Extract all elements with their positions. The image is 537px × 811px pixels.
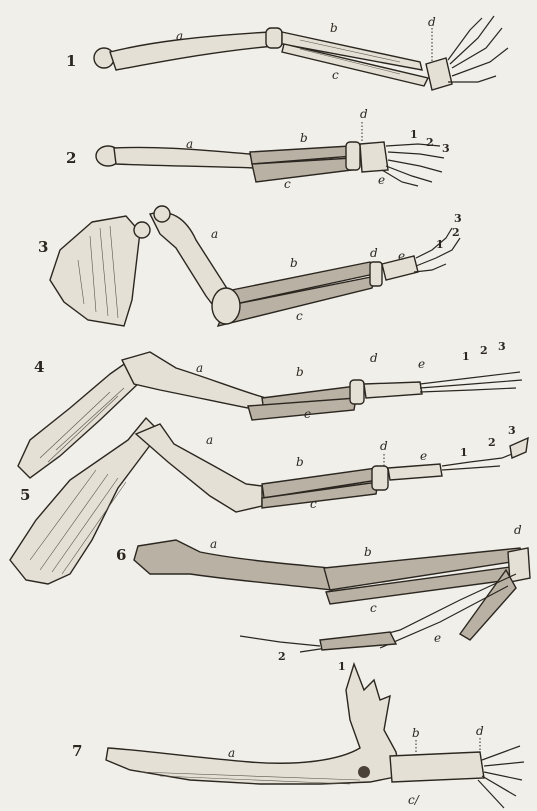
figure-4-label-a: a [196, 361, 203, 375]
figure-5-digit-2: 2 [488, 436, 496, 449]
figure-3-label-b: b [290, 256, 298, 270]
figure-6-digit-1: 1 [338, 660, 346, 673]
figure-4-forelimb: 4 a b c d e 1 2 3 [18, 340, 522, 478]
hand-bones [388, 438, 528, 480]
figure-1-label-b: b [330, 21, 338, 35]
figure-7-label-c: c/ [408, 793, 421, 807]
figure-4-label-b: b [296, 365, 304, 379]
figure-4-label-c: c [304, 407, 311, 421]
figure-2-digit-1: 1 [410, 128, 418, 141]
forearm-bones [212, 262, 376, 326]
figure-4-number: 4 [34, 358, 44, 376]
figure-5-label-e: e [420, 449, 427, 463]
figure-2-label-a: a [186, 137, 193, 151]
figure-3-digit-1: 1 [436, 238, 444, 251]
humerus-bone [96, 146, 254, 168]
figure-4-digit-1: 1 [462, 350, 470, 363]
figure-5-label-a: a [206, 433, 213, 447]
figure-1-label-d: d [428, 15, 436, 29]
figure-1-label-a: a [176, 29, 183, 43]
figure-5-label-c: c [310, 497, 317, 511]
forearm-bones [282, 32, 428, 86]
figure-3-label-a: a [211, 227, 218, 241]
figure-6-label-a: a [210, 537, 217, 551]
figure-2-label-e: e [378, 173, 385, 187]
figure-4-digit-3: 3 [498, 340, 506, 353]
humerus-bone [106, 664, 400, 784]
forearm-bones [250, 142, 360, 182]
figure-4-label-e: e [418, 357, 425, 371]
figure-1-label-c: c [332, 68, 339, 82]
figure-3-forelimb: 3 a b c d e 1 2 3 [38, 206, 462, 326]
figure-6-label-c: c [370, 601, 377, 615]
figure-2-forelimb: 2 a b c d e 1 2 3 [66, 107, 450, 191]
figure-3-digit-2: 2 [452, 226, 460, 239]
humerus-bone [136, 424, 262, 512]
figure-2-label-c: c [284, 177, 291, 191]
figure-6-number: 6 [116, 546, 126, 564]
figure-1-human-arm: 1 a b c d [66, 15, 508, 90]
figure-6-label-d: d [514, 523, 522, 537]
figure-5-label-b: b [296, 455, 304, 469]
figure-3-label-e: e [398, 249, 405, 263]
figure-5-digit-3: 3 [508, 424, 516, 437]
scapula-bone [50, 216, 140, 326]
figure-2-label-d: d [360, 107, 368, 121]
figure-4-label-d: d [370, 351, 378, 365]
figure-7-number: 7 [72, 742, 82, 760]
figure-6-digit-2: 2 [278, 650, 286, 663]
figure-7-forelimb: 7 a b c/ d [72, 664, 524, 808]
figure-5-label-d: d [380, 439, 388, 453]
figure-6-label-b: b [364, 545, 372, 559]
figure-6-forelimb: 6 a b c d e 1 2 [116, 523, 530, 673]
figure-3-label-c: c [296, 309, 303, 323]
hand-bones [370, 228, 460, 286]
figure-4-digit-2: 2 [480, 344, 488, 357]
figure-6-label-e: e [434, 631, 441, 645]
figure-1-number: 1 [66, 52, 76, 70]
hand-bones [364, 372, 522, 398]
figure-7-label-a: a [228, 746, 235, 760]
figure-3-digit-3: 3 [454, 212, 462, 225]
figure-5-number: 5 [20, 486, 30, 504]
figure-5-digit-1: 1 [460, 446, 468, 459]
humerus-bone [122, 352, 268, 412]
figure-7-label-b: b [412, 726, 420, 740]
humerus-bone [94, 28, 282, 70]
figure-3-label-d: d [370, 246, 378, 260]
forearm-bones [262, 466, 388, 508]
figure-2-number: 2 [66, 149, 76, 167]
figure-2-digit-2: 2 [426, 136, 434, 149]
figure-2-digit-3: 3 [442, 142, 450, 155]
hand-bones [426, 16, 508, 90]
figure-7-label-d: d [476, 724, 484, 738]
humerus-bone [134, 540, 332, 590]
figure-3-number: 3 [38, 238, 48, 256]
figure-2-label-b: b [300, 131, 308, 145]
